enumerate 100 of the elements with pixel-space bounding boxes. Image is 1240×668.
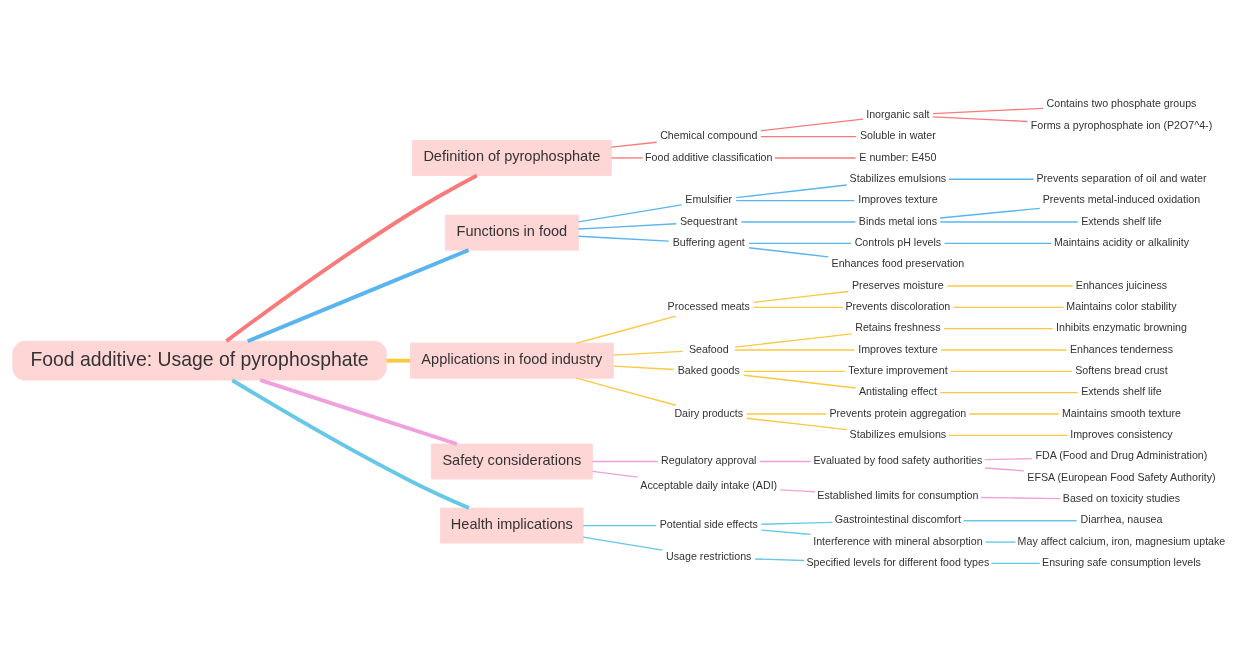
connector <box>735 199 856 202</box>
connector <box>939 392 1079 394</box>
connector <box>939 207 1041 219</box>
connector <box>582 536 664 551</box>
node-text: Chemical compound <box>660 129 758 142</box>
connector <box>752 306 844 308</box>
connector <box>735 184 848 199</box>
connector <box>984 467 1025 472</box>
node-text: Processed meats <box>667 300 750 313</box>
node-text: Regulatory approval <box>661 454 757 467</box>
node-text: Binds metal ions <box>858 214 937 227</box>
node-text: Enhances food preservation <box>831 257 965 270</box>
connector <box>743 374 857 389</box>
connector <box>952 306 1065 308</box>
connector <box>582 524 657 527</box>
connector <box>246 248 470 344</box>
connector <box>984 457 1033 461</box>
connector <box>577 223 677 230</box>
node-text: Specified levels for different food types <box>806 556 990 569</box>
connector <box>746 413 827 415</box>
node-text: Based on toxicity studies <box>1062 492 1181 505</box>
node-text: Maintains color stability <box>1066 300 1177 313</box>
connector <box>577 235 670 242</box>
node-text: Prevents discoloration <box>845 300 951 313</box>
connector <box>612 350 684 356</box>
node-text: Texture improvement <box>848 364 948 377</box>
connector <box>984 541 1017 543</box>
node-text: FDA (Food and Drug Administration) <box>1035 449 1208 462</box>
node-text: Extends shelf life <box>1081 214 1162 227</box>
connector <box>968 413 1060 415</box>
connector <box>734 349 856 351</box>
node-text: Sequestrant <box>680 214 738 227</box>
connector <box>752 290 850 303</box>
node-text: Maintains acidity or alkalinity <box>1053 236 1189 249</box>
node-box: Safety considerations <box>430 443 593 480</box>
connector <box>754 558 805 562</box>
node-text: E number: E450 <box>859 150 937 163</box>
connector <box>231 378 470 510</box>
connector <box>943 328 1054 330</box>
connector <box>760 135 857 138</box>
node-text: Usage restrictions <box>666 550 752 563</box>
connector <box>950 370 1073 372</box>
node-text: May affect calcium, iron, magnesium uptake <box>1017 534 1226 547</box>
connector <box>259 378 458 446</box>
node-box: Functions in food <box>444 214 579 251</box>
connector <box>746 417 848 431</box>
connector <box>612 365 675 371</box>
connector <box>743 370 846 372</box>
node-text: Ensuring safe consumption levels <box>1042 556 1201 569</box>
connector <box>740 221 857 223</box>
connector <box>591 470 639 478</box>
node-text: Soluble in water <box>859 129 936 142</box>
connector <box>575 315 677 344</box>
connector <box>760 521 834 525</box>
node-text: EFSA (European Food Safety Authority) <box>1027 470 1216 483</box>
connector <box>932 116 1029 123</box>
connector <box>577 204 683 223</box>
node-text: Evaluated by food safety authorities <box>813 454 983 467</box>
connector <box>774 157 857 159</box>
node-text: Maintains smooth texture <box>1061 406 1181 419</box>
node-text: Contains two phosphate groups <box>1046 97 1197 110</box>
connector <box>759 460 812 463</box>
node-text: Potential side effects <box>659 518 758 531</box>
connector <box>940 349 1068 351</box>
connector <box>760 118 864 132</box>
node-text: Controls pH levels <box>854 236 942 249</box>
connector <box>610 141 658 148</box>
connector <box>990 562 1041 565</box>
node-text: Improves texture <box>858 193 938 206</box>
connector <box>939 221 1079 223</box>
node-text: Enhances juiciness <box>1075 278 1168 291</box>
node-text: Buffering agent <box>672 236 745 249</box>
node-text: Prevents separation of oil and water <box>1036 172 1207 185</box>
node-text: Prevents protein aggregation <box>829 406 967 419</box>
node-text: Food additive classification <box>645 150 773 163</box>
connector <box>962 520 1078 522</box>
connector <box>948 434 1069 437</box>
connector <box>386 358 411 363</box>
node-box: Food additive: Usage of pyrophosphate <box>12 340 387 381</box>
node-text: Retains freshness <box>855 321 941 334</box>
node-box: Definition of pyrophosphate <box>411 140 612 176</box>
node-text: Dairy products <box>674 406 744 419</box>
connector <box>610 157 644 159</box>
connector <box>748 242 852 244</box>
node-text: Inhibits enzymatic browning <box>1056 321 1187 334</box>
node-text: Baked goods <box>677 364 740 377</box>
connector <box>225 173 478 343</box>
connector <box>591 460 659 463</box>
node-text: Established limits for consumption <box>817 489 979 502</box>
node-box: Applications in food industry <box>410 342 614 379</box>
node-text: Emulsifier <box>685 193 733 206</box>
node-text: Gastrointestinal discomfort <box>834 513 961 526</box>
connector <box>575 377 677 406</box>
node-text: Preserves moisture <box>851 278 944 291</box>
connector <box>946 285 1074 287</box>
node-text: Stabilizes emulsions <box>849 172 947 185</box>
node-box: Health implications <box>440 507 584 544</box>
connector <box>734 333 853 348</box>
node-text: Forms a pyrophosphate ion (P2O7^4-) <box>1030 118 1213 131</box>
connector <box>779 489 816 493</box>
